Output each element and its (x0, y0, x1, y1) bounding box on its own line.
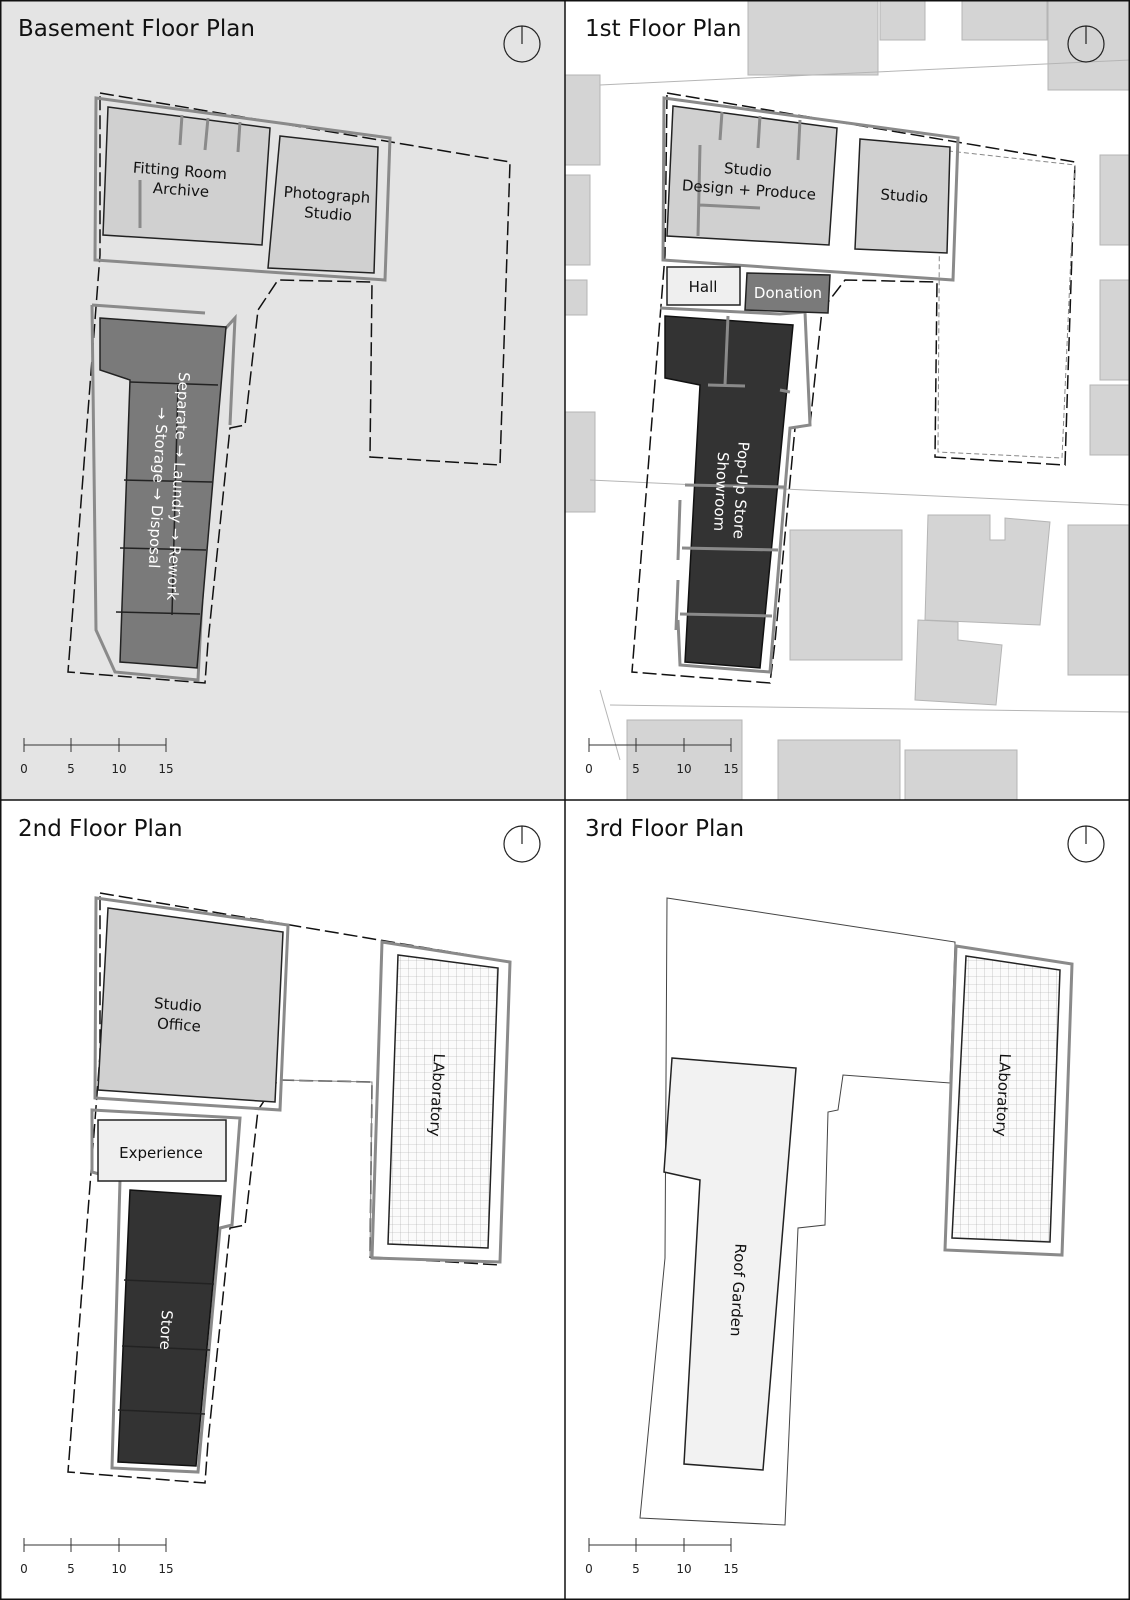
hall-room (666, 266, 741, 306)
first-floor-void (937, 149, 1076, 459)
basement-background (0, 0, 565, 800)
process-room (99, 317, 227, 669)
studio-office-label: Studio Office (152, 994, 207, 1036)
north-arrow-icon (503, 825, 541, 863)
second-floor-title: 2nd Floor Plan (18, 816, 183, 842)
first-floor-background (565, 0, 1130, 800)
studio-room (854, 138, 951, 254)
fitting-room-archive (102, 106, 271, 246)
laboratory-wall (370, 940, 512, 1264)
first-floor-wall-north (661, 96, 960, 282)
scale-tick-label: 15 (723, 762, 738, 776)
experience-room (97, 1119, 227, 1182)
fitting-room-partitions (138, 114, 242, 228)
north-arrow-icon (503, 25, 541, 63)
basement-site-boundary (67, 92, 511, 684)
first-floor-site-boundary (631, 92, 1076, 684)
popup-store-label-line-1: Pop-Up Store (730, 441, 753, 539)
popup-store-label: Pop-Up Store Showroom (709, 440, 752, 544)
store-partitions (117, 1279, 215, 1415)
fitting-room-label-line-2: Archive (152, 179, 209, 201)
first-floor-title: 1st Floor Plan (585, 16, 741, 42)
popup-store-room (664, 315, 794, 669)
studio-office-room (97, 907, 284, 1103)
studio-office-label-line-2: Office (156, 1014, 201, 1035)
third-floor-panel: 3rd Floor Plan Roof Garden LAboratory 0 … (585, 816, 1105, 1576)
third-laboratory-wall (943, 944, 1074, 1257)
basement-scale-bar: 0 5 10 15 (20, 738, 174, 776)
north-arrow-icon (1067, 825, 1105, 863)
laboratory-room (387, 954, 499, 1249)
donation-room (744, 272, 831, 314)
scale-tick-label: 0 (20, 1562, 28, 1576)
scale-tick-label: 15 (723, 1562, 738, 1576)
roof-garden-label: Roof Garden (727, 1243, 750, 1337)
second-floor-panel: 2nd Floor Plan Studio Office Experience … (18, 816, 541, 1576)
experience-label: Experience (119, 1144, 203, 1162)
studio-design-partitions (696, 111, 802, 237)
scale-tick-label: 5 (632, 1562, 640, 1576)
scale-tick-label: 0 (585, 1562, 593, 1576)
photograph-studio (267, 135, 379, 274)
donation-label: Donation (754, 284, 822, 302)
scale-tick-label: 10 (676, 1562, 691, 1576)
scale-tick-label: 15 (158, 762, 173, 776)
studio-office-label-line-1: Studio (154, 994, 203, 1015)
photograph-studio-label-line-2: Studio (304, 203, 353, 224)
studio-design-room (666, 105, 838, 246)
third-floor-title: 3rd Floor Plan (585, 816, 744, 842)
first-floor-wall-south (659, 306, 812, 674)
third-laboratory-label: LAboratory (992, 1053, 1014, 1137)
studio-label: Studio (880, 185, 929, 206)
third-laboratory-room (951, 955, 1061, 1243)
basement-wall-south (90, 303, 237, 682)
hall-label: Hall (689, 278, 718, 296)
scale-tick-label: 10 (111, 1562, 126, 1576)
second-floor-scale-bar: 0 5 10 15 (20, 1538, 174, 1576)
basement-panel: Basement Floor Plan Fitting Room Archive… (0, 0, 565, 800)
context-buildings (564, 0, 1130, 801)
basement-wall-north (93, 96, 392, 282)
north-arrow-icon (1067, 25, 1105, 63)
scale-tick-label: 0 (20, 762, 28, 776)
second-floor-courtyard-edge (279, 1079, 373, 1258)
popup-store-label-line-2: Showroom (710, 452, 732, 532)
laboratory-label: LAboratory (426, 1053, 448, 1137)
scale-tick-label: 10 (111, 762, 126, 776)
third-floor-scale-bar: 0 5 10 15 (585, 1538, 739, 1576)
roof-garden-area (663, 1057, 797, 1471)
scale-tick-label: 0 (585, 762, 593, 776)
scale-tick-label: 10 (676, 762, 691, 776)
store-label: Store (156, 1310, 176, 1351)
studio-design-label-line-1: Studio (724, 159, 773, 180)
scale-tick-label: 5 (67, 762, 75, 776)
scale-tick-label: 15 (158, 1562, 173, 1576)
basement-title: Basement Floor Plan (18, 16, 255, 42)
first-floor-panel: 1st Floor Plan Studio Design + Produce S… (564, 0, 1130, 801)
scale-tick-label: 5 (67, 1562, 75, 1576)
second-floor-site-boundary (67, 892, 511, 1484)
popup-store-partitions (674, 315, 791, 631)
scale-tick-label: 5 (632, 762, 640, 776)
second-floor-wall-north (93, 896, 290, 1112)
first-floor-scale-bar: 0 5 10 15 (585, 738, 739, 776)
process-room-partitions (115, 381, 219, 616)
store-room (117, 1189, 222, 1467)
